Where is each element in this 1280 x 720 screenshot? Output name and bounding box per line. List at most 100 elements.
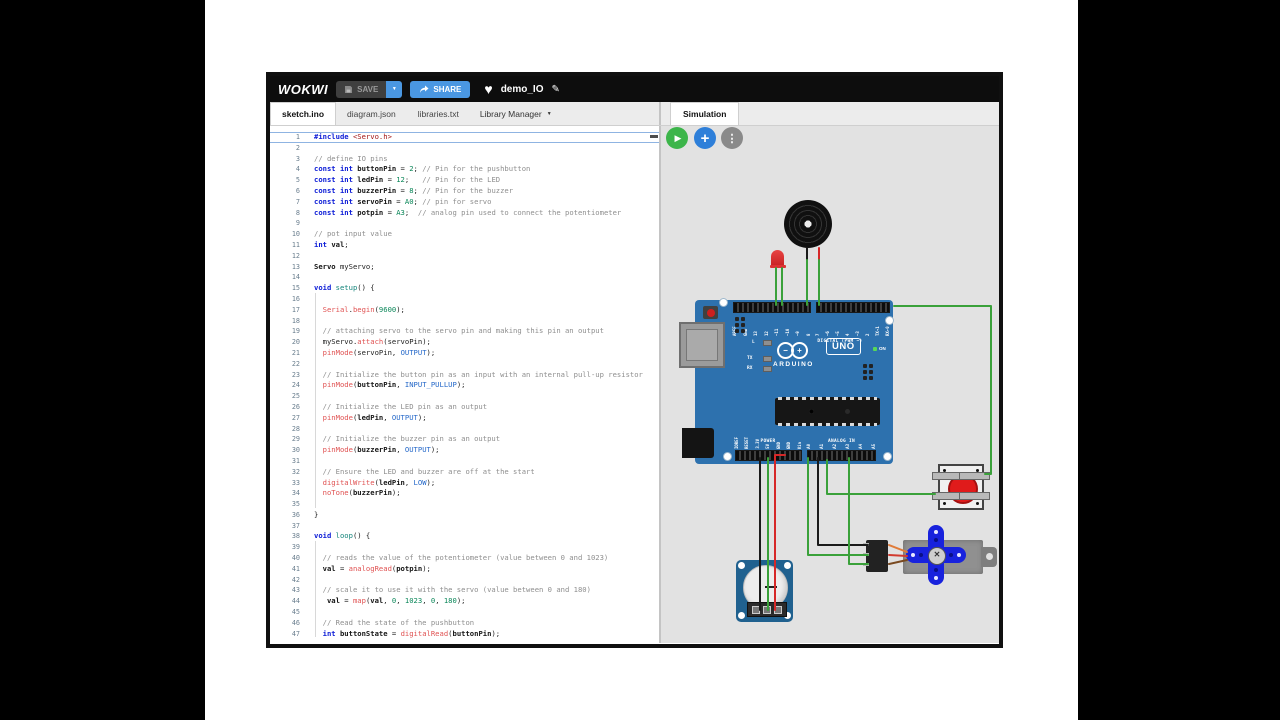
buzzer[interactable]	[784, 200, 832, 248]
wokwi-app-window: WOKWI SAVE ▼ SHARE ♥ demo_IO ✎ sketch.in…	[266, 72, 1003, 648]
code-line[interactable]: 10// pot input value	[270, 229, 659, 240]
code-line[interactable]: 46 // Read the state of the pushbutton	[270, 618, 659, 629]
line-number: 23	[291, 370, 300, 379]
code-text: // define IO pins	[314, 153, 388, 163]
wire-servo-cable-red[interactable]	[888, 554, 908, 557]
code-line[interactable]: 14	[270, 272, 659, 283]
library-manager-button[interactable]: Library Manager ▼	[479, 108, 552, 119]
button-pin	[959, 492, 990, 500]
digital-header-left[interactable]	[733, 302, 811, 313]
add-part-button[interactable]: +	[694, 127, 716, 149]
code-line[interactable]: 31	[270, 456, 659, 467]
pushbutton[interactable]	[932, 464, 990, 510]
code-line[interactable]: 36}	[270, 510, 659, 521]
favorite-heart-icon[interactable]: ♥	[484, 81, 493, 97]
code-line[interactable]: 42	[270, 575, 659, 586]
wire-servo-gnd-black[interactable]	[817, 457, 869, 546]
line-number: 19	[291, 327, 300, 336]
wokwi-logo: WOKWI	[278, 81, 329, 97]
digital-header-right[interactable]	[816, 302, 890, 313]
led-red[interactable]	[769, 250, 786, 268]
code-line[interactable]: 20 myServo.attach(servoPin);	[270, 337, 659, 348]
code-line[interactable]: 41 val = analogRead(potpin);	[270, 564, 659, 575]
potentiometer[interactable]	[736, 560, 793, 622]
code-line[interactable]: 1#include <Servo.h>	[270, 132, 659, 143]
line-number: 17	[291, 305, 300, 314]
code-line[interactable]: 26 // Initialize the LED pin as an outpu…	[270, 402, 659, 413]
code-line[interactable]: 3// define IO pins	[270, 154, 659, 165]
code-line[interactable]: 12	[270, 251, 659, 262]
wire-servo-cable-brown[interactable]	[888, 559, 908, 565]
code-line[interactable]: 35	[270, 499, 659, 510]
code-line[interactable]: 37	[270, 521, 659, 532]
tab-diagram-json[interactable]: diagram.json	[347, 108, 396, 119]
code-line[interactable]: 39	[270, 542, 659, 553]
code-line[interactable]: 24 pinMode(buttonPin, INPUT_PULLUP);	[270, 380, 659, 391]
overview-ruler-mark	[650, 135, 658, 138]
wire-pin2-to-button[interactable]	[893, 305, 992, 475]
code-line[interactable]: 17 Serial.begin(9600);	[270, 305, 659, 316]
save-button[interactable]: SAVE	[336, 80, 387, 98]
tab-simulation[interactable]: Simulation	[670, 102, 740, 125]
code-line[interactable]: 9	[270, 218, 659, 229]
code-text	[300, 499, 314, 510]
more-options-button[interactable]: ⋮	[721, 127, 743, 149]
code-line[interactable]: 19 // attaching servo to the servo pin a…	[270, 326, 659, 337]
reset-button[interactable]	[703, 306, 718, 319]
wire-gnd-to-button[interactable]	[826, 459, 936, 495]
line-number: 5	[295, 176, 300, 185]
code-line[interactable]: 21 pinMode(servoPin, OUTPUT);	[270, 348, 659, 359]
code-line[interactable]: 30 pinMode(buzzerPin, OUTPUT);	[270, 445, 659, 456]
code-line[interactable]: 32 // Ensure the LED and buzzer are off …	[270, 467, 659, 478]
edit-title-icon[interactable]: ✎	[551, 83, 560, 95]
code-line[interactable]: 43 // scale it to use it with the servo …	[270, 585, 659, 596]
code-line[interactable]: 44 val = map(val, 0, 1023, 0, 180);	[270, 596, 659, 607]
code-line[interactable]: 45	[270, 607, 659, 618]
code-line[interactable]: 25	[270, 391, 659, 402]
line-number: 8	[295, 208, 300, 217]
code-line[interactable]: 34 noTone(buzzerPin);	[270, 488, 659, 499]
save-dropdown-button[interactable]: ▼	[386, 80, 403, 98]
wire-pot-5v-red[interactable]	[774, 454, 786, 611]
led-tx-label: TX	[747, 356, 753, 361]
code-line[interactable]: 16	[270, 294, 659, 305]
code-line[interactable]: 18	[270, 316, 659, 327]
analog-header[interactable]	[807, 450, 876, 461]
code-line[interactable]: 28	[270, 424, 659, 435]
power-label: POWER	[760, 439, 776, 444]
code-text: pinMode(buttonPin, INPUT_PULLUP);	[322, 380, 466, 390]
code-text	[300, 456, 314, 467]
line-number: 36	[291, 510, 300, 519]
code-line[interactable]: 29 // Initialize the buzzer pin as an ou…	[270, 434, 659, 445]
code-line[interactable]: 22	[270, 359, 659, 370]
share-icon	[420, 85, 429, 93]
code-line[interactable]: 2	[270, 143, 659, 154]
tab-bar: sketch.ino diagram.json libraries.txt Li…	[270, 102, 999, 126]
code-line[interactable]: 33 digitalWrite(ledPin, LOW);	[270, 478, 659, 489]
simulation-canvas[interactable]: ▶ + ⋮ AREFGND1312~11~10~98 7~6~54~32TX→1…	[661, 126, 999, 643]
usb-connector	[679, 322, 725, 368]
line-number: 9	[295, 219, 300, 228]
tab-libraries-txt[interactable]: libraries.txt	[417, 108, 459, 119]
code-line[interactable]: 27 pinMode(ledPin, OUTPUT);	[270, 413, 659, 424]
share-button[interactable]: SHARE	[410, 80, 471, 98]
code-line[interactable]: 47 int buttonState = digitalRead(buttonP…	[270, 629, 659, 640]
play-simulation-button[interactable]: ▶	[666, 127, 688, 149]
code-line[interactable]: 40 // reads the value of the potentiomet…	[270, 553, 659, 564]
infinity-plus: +	[791, 342, 808, 359]
wire-servo-5v-green[interactable]	[848, 457, 869, 565]
wire-servo-cable-orange[interactable]	[888, 544, 908, 553]
tab-sketch-ino[interactable]: sketch.ino	[270, 102, 337, 125]
code-line[interactable]: 23 // Initialize the button pin as an in…	[270, 370, 659, 381]
